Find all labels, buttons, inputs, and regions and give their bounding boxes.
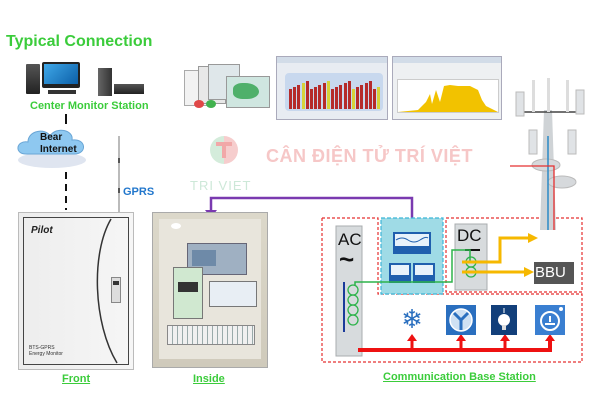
- model-label: BTS-GPRS Energy Monitor: [29, 345, 63, 357]
- thumbnail-bar: [347, 81, 351, 109]
- center-monitor-station-label: Center Monitor Station: [30, 100, 149, 112]
- server-icon: [98, 68, 148, 98]
- thumbnail-bar: [301, 83, 305, 109]
- light-bulb-icon: [491, 305, 517, 335]
- thumbnail-bar: [364, 83, 368, 109]
- monitor-module-box: [380, 217, 444, 295]
- dc-label: DC: [457, 226, 482, 245]
- internet-cloud: Bear Internet: [12, 124, 90, 170]
- thumbnail-bar: [356, 87, 360, 109]
- model-line1: BTS-GPRS: [29, 345, 55, 351]
- tri-viet-logo-icon: [204, 130, 244, 170]
- thumbnail-bar: [314, 87, 318, 109]
- watermark-text: CÂN ĐIỆN TỬ TRÍ VIỆT: [266, 146, 473, 166]
- thumbnail-bar: [360, 85, 364, 109]
- ac-label: AC: [338, 230, 362, 249]
- cloud-label-line2: Internet: [40, 144, 77, 155]
- diagram-title: Typical Connection: [6, 33, 153, 50]
- daily-power-chart-thumbnail: [392, 56, 502, 120]
- panel-latch[interactable]: [111, 277, 121, 303]
- power-socket-icon: [535, 305, 565, 335]
- thumbnail-bar: [343, 83, 347, 109]
- meter-display-left: [389, 263, 411, 283]
- communication-base-station-caption: Communication Base Station: [383, 371, 536, 383]
- inside-panel-enclosure: [152, 212, 268, 368]
- thumbnail-bar: [352, 89, 355, 109]
- thumbnail-bar: [339, 85, 343, 109]
- front-panel-enclosure: Pilot BTS-GPRS Energy Monitor: [18, 212, 134, 370]
- meter-display-right: [413, 263, 435, 283]
- ac-load-bus: [358, 340, 552, 352]
- watermark-logo-text: TRI VIET: [190, 178, 252, 193]
- model-line2: Energy Monitor: [29, 351, 63, 357]
- thumbnail-bar: [335, 87, 339, 109]
- inside-caption: Inside: [193, 373, 225, 385]
- bbu-label: BBU: [535, 264, 566, 281]
- thumbnail-bar: [289, 89, 292, 109]
- thumbnail-bar: [293, 87, 297, 109]
- current-sensing-wire: [354, 249, 471, 285]
- meter-display-top: [393, 232, 431, 254]
- monthly-energy-chart-thumbnail: [276, 56, 388, 120]
- dc-to-bbu-arrow: [524, 267, 534, 277]
- snowflake-icon: ❄: [401, 304, 423, 334]
- energy-meter-module: [173, 267, 203, 319]
- fan-icon: [446, 305, 476, 335]
- brand-logo: Pilot: [31, 225, 53, 236]
- thumbnail-bar: [373, 89, 376, 109]
- software-windows-thumbnail: [180, 64, 272, 116]
- ac-symbol: ~: [339, 244, 355, 274]
- thumbnail-bar: [305, 81, 309, 109]
- thumbnail-bar: [322, 83, 326, 109]
- cell-tower: [510, 70, 594, 230]
- desktop-computer-icon: [26, 62, 86, 98]
- dc-to-tower-arrow: [528, 233, 538, 243]
- power-meter-module: [209, 281, 257, 307]
- front-caption: Front: [62, 373, 91, 385]
- gprs-label: GPRS: [123, 186, 155, 198]
- thumbnail-bar: [368, 81, 372, 109]
- thumbnail-bar: [297, 85, 301, 109]
- thumbnail-bar: [331, 89, 334, 109]
- thumbnail-bar: [377, 87, 381, 109]
- terminal-blocks: [167, 325, 255, 345]
- thumbnail-bar: [310, 89, 313, 109]
- thumbnail-bar: [326, 81, 330, 109]
- thumbnail-bar: [318, 85, 322, 109]
- cloud-label-line1: Bear: [40, 132, 63, 143]
